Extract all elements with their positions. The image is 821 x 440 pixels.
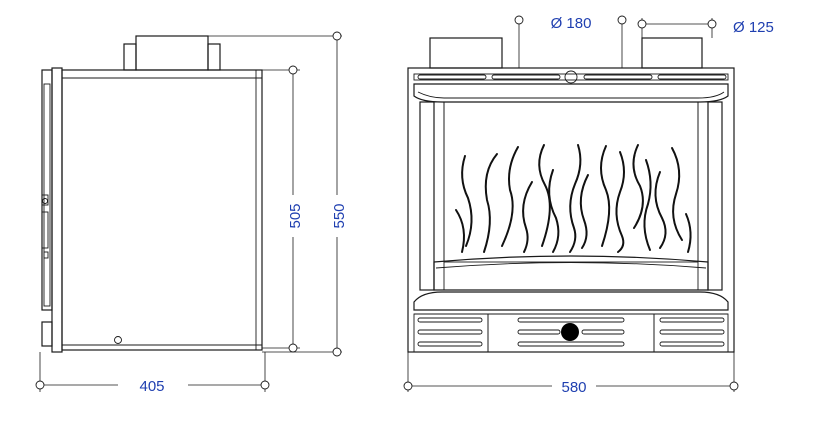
label-flue-right: Ø 125 <box>733 19 774 36</box>
side-view <box>41 35 263 353</box>
label-width: 580 <box>561 379 586 396</box>
label-height-total: 550 <box>331 203 348 228</box>
dimension-550: 550 <box>208 31 348 357</box>
dimension-flue-125: Ø 125 <box>637 18 774 38</box>
flames <box>455 144 692 253</box>
label-height-inner: 505 <box>287 203 304 228</box>
front-view <box>407 37 735 353</box>
label-depth: 405 <box>139 378 164 395</box>
dimension-405: 405 <box>35 352 270 395</box>
dimension-505: 505 <box>262 65 304 353</box>
control-knob <box>561 323 579 341</box>
dimension-flue-180: Ø 180 <box>514 15 627 68</box>
dimension-580: 580 <box>403 352 739 396</box>
label-flue-left: Ø 180 <box>551 15 592 32</box>
